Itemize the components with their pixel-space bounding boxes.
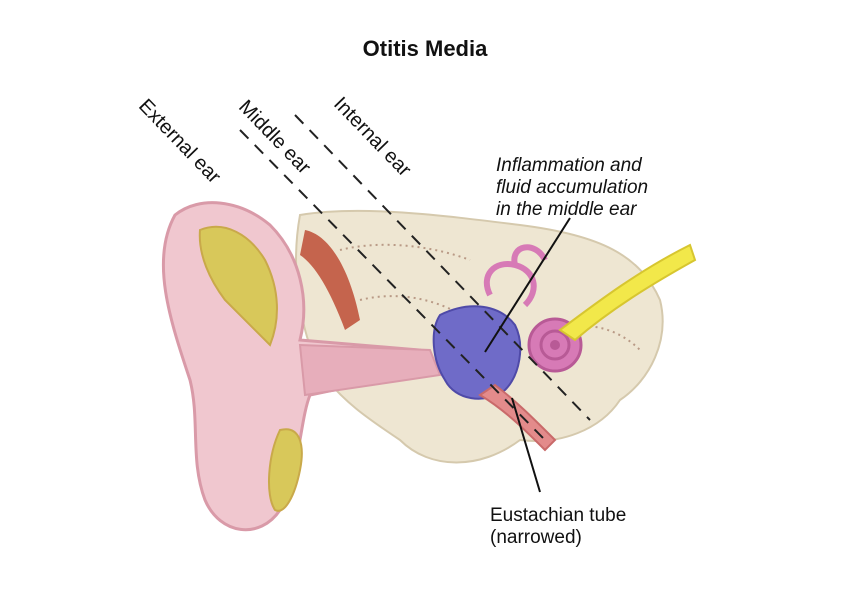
muscle [300,230,360,330]
callout-line: fluid accumulation [496,177,649,198]
divider-middle-internal [294,114,591,421]
leader-inflammation [484,217,571,353]
diagram-title: Otitis Media [362,36,488,61]
callout-eustachian: Eustachian tube (narrowed) [490,505,626,549]
leader-eustachian [511,397,541,493]
callout-inflammation: Inflammation and fluid accumulation in t… [496,155,648,221]
pinna-cartilage [198,225,278,347]
divider-external-middle [239,129,546,441]
lobe-cartilage [267,428,303,512]
callout-line: in the middle ear [496,199,637,220]
callout-line: Eustachian tube [490,505,627,526]
callout-line: Inflammation and [496,155,642,176]
auditory-nerve [558,243,697,342]
ear-canal [298,343,442,397]
callout-line: (narrowed) [490,527,582,548]
